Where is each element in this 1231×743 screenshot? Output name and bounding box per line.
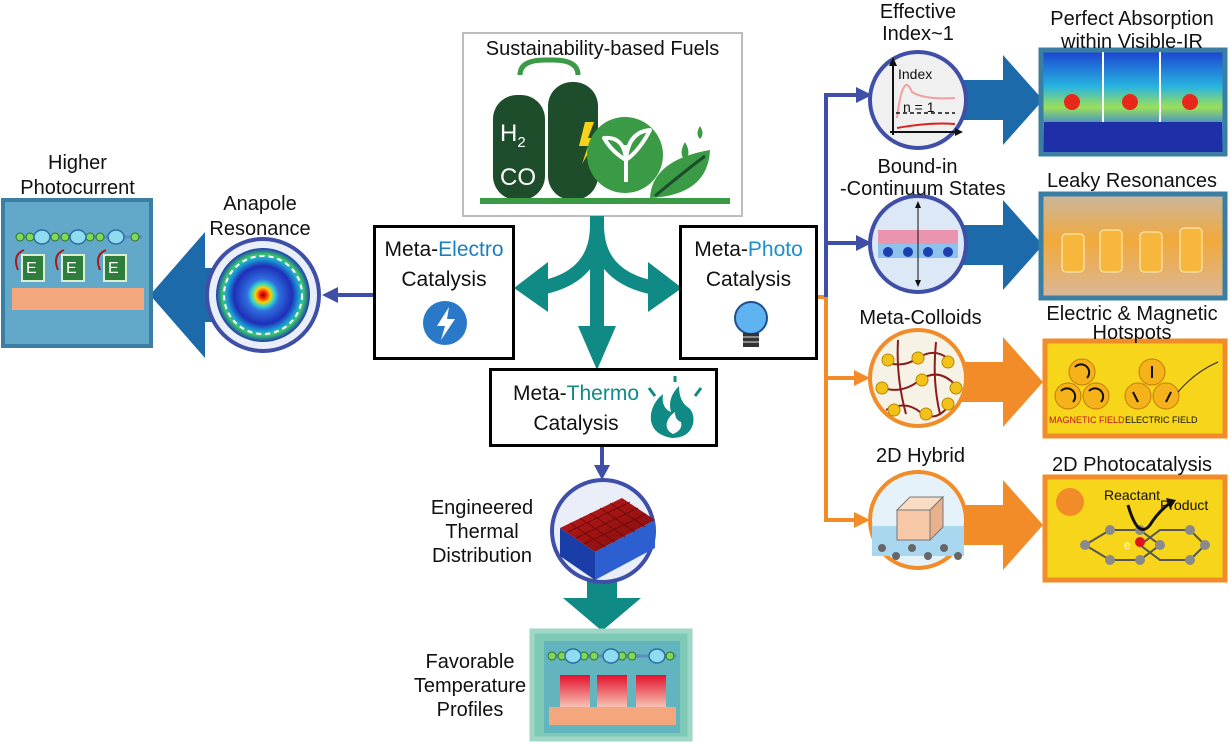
- bic-label-line2: -Continuum States: [840, 178, 1006, 200]
- electro-to-anapole-arrow: [322, 287, 373, 303]
- h2-letter: H: [500, 120, 518, 147]
- photocurrent-panel: [1, 198, 153, 348]
- leaky-resonances-label: Leaky Resonances: [1046, 170, 1218, 192]
- effective-index-circle: [868, 50, 968, 150]
- reactant-label: Reactant: [1104, 487, 1161, 503]
- photocurrent-label-line1: Higher: [48, 152, 107, 174]
- anapole-label-line2: Resonance: [209, 218, 311, 240]
- electro-subtitle: Catalysis: [401, 268, 487, 291]
- temp-label-line3: Profiles: [436, 699, 504, 721]
- hotspots-label-line1: Electric & Magnetic: [1046, 303, 1218, 325]
- thermo-title-accent: Thermo: [566, 382, 640, 405]
- lightning-icon: [423, 301, 467, 345]
- perfect-absorption-panel: [1038, 47, 1228, 157]
- fuels-panel: [462, 32, 743, 217]
- fuels-title: Sustainability-based Fuels: [485, 38, 720, 60]
- e-field-label-1: E: [26, 260, 37, 277]
- electro-title-accent: Electro: [438, 238, 504, 261]
- e-field-label-3: E: [108, 260, 119, 277]
- temp-label-line1: Favorable: [425, 651, 515, 673]
- 2d-photocatalysis-panel: [1042, 474, 1228, 583]
- 2d-hybrid-circle: [868, 470, 968, 570]
- photo-title: Meta-Photo: [682, 238, 815, 262]
- co-label: CO: [500, 164, 536, 191]
- h2-label: H2: [500, 122, 526, 154]
- meta-electro-box[interactable]: Meta-Electro Catalysis: [373, 225, 515, 360]
- anapole-label-line1: Anapole: [223, 193, 297, 215]
- bic-label-line1: Bound-in: [877, 156, 958, 178]
- photo-title-prefix: Meta-: [694, 238, 748, 261]
- photocurrent-label-line2: Photocurrent: [20, 177, 135, 199]
- temperature-profiles-panel: [529, 628, 693, 742]
- electro-title-prefix: Meta-: [384, 238, 439, 261]
- photo-title-accent: Photo: [747, 238, 803, 261]
- thermo-title-prefix: Meta-: [512, 382, 567, 405]
- photo-subtitle: Catalysis: [705, 268, 792, 291]
- effective-index-label-line2: Index~1: [882, 23, 954, 45]
- bic-to-leaky-arrow: [955, 200, 1043, 290]
- co-tank-icon: [548, 82, 598, 200]
- thermal-label-line3: Distribution: [431, 545, 533, 567]
- flame-icon: [647, 376, 703, 438]
- hybrid-to-2d-arrow: [955, 480, 1043, 570]
- product-label: Product: [1160, 497, 1209, 513]
- h2-subscript: 2: [517, 133, 526, 151]
- hotspots-panel: [1042, 338, 1228, 439]
- electro-title: Meta-Electro: [376, 238, 512, 262]
- teal-split-arrows: [514, 216, 682, 370]
- lightning-bolt-icon: [579, 122, 597, 164]
- meta-photo-box[interactable]: Meta-Photo Catalysis: [679, 225, 818, 360]
- meta-thermo-box[interactable]: Meta-Thermo Catalysis: [489, 368, 718, 447]
- colloids-to-hotspots-arrow: [955, 337, 1043, 427]
- magnetic-field-label: MAGNETIC FIELD: [1049, 415, 1125, 425]
- drop-icon: [681, 142, 689, 160]
- meta-colloids-circle: [868, 328, 968, 428]
- photo-branch-lines: [818, 87, 872, 528]
- thermal-distribution-circle: [550, 478, 656, 584]
- bic-circle: [868, 194, 968, 294]
- thermo-to-distribution-arrow: [594, 447, 610, 480]
- e-field-label-2: E: [66, 260, 77, 277]
- leaky-resonances-panel: [1038, 191, 1228, 301]
- 2d-hybrid-label: 2D Hybrid: [876, 445, 965, 467]
- perfect-absorption-label-line1: Perfect Absorption: [1050, 8, 1214, 30]
- hydrogen-tank-icon: [493, 95, 545, 200]
- effective-index-label-line1: Effective: [879, 1, 957, 23]
- lightbulb-icon: [734, 301, 768, 347]
- temp-label-line2: Temperature: [413, 675, 527, 697]
- electron-label: e: [1124, 538, 1131, 552]
- electric-field-label: ELECTRIC FIELD: [1125, 415, 1198, 425]
- thermo-subtitle: Catalysis: [533, 412, 619, 435]
- n-equals-one-label: n = 1: [903, 99, 935, 115]
- anapole-resonance-circle: [205, 237, 321, 353]
- index-axis-label: Index: [898, 66, 933, 82]
- hotspots-label-line2: Hotspots: [1092, 322, 1172, 344]
- meta-colloids-label: Meta-Colloids: [859, 307, 982, 329]
- thermal-label-line2: Thermal: [445, 521, 519, 543]
- thermal-label-line1: Engineered: [430, 497, 534, 519]
- thermo-title: Meta-Thermo: [437, 382, 715, 406]
- index-to-absorption-arrow: [955, 55, 1043, 145]
- 2d-photocatalysis-label: 2D Photocatalysis: [1051, 454, 1213, 476]
- perfect-absorption-label-line2: within Visible-IR: [1061, 31, 1203, 53]
